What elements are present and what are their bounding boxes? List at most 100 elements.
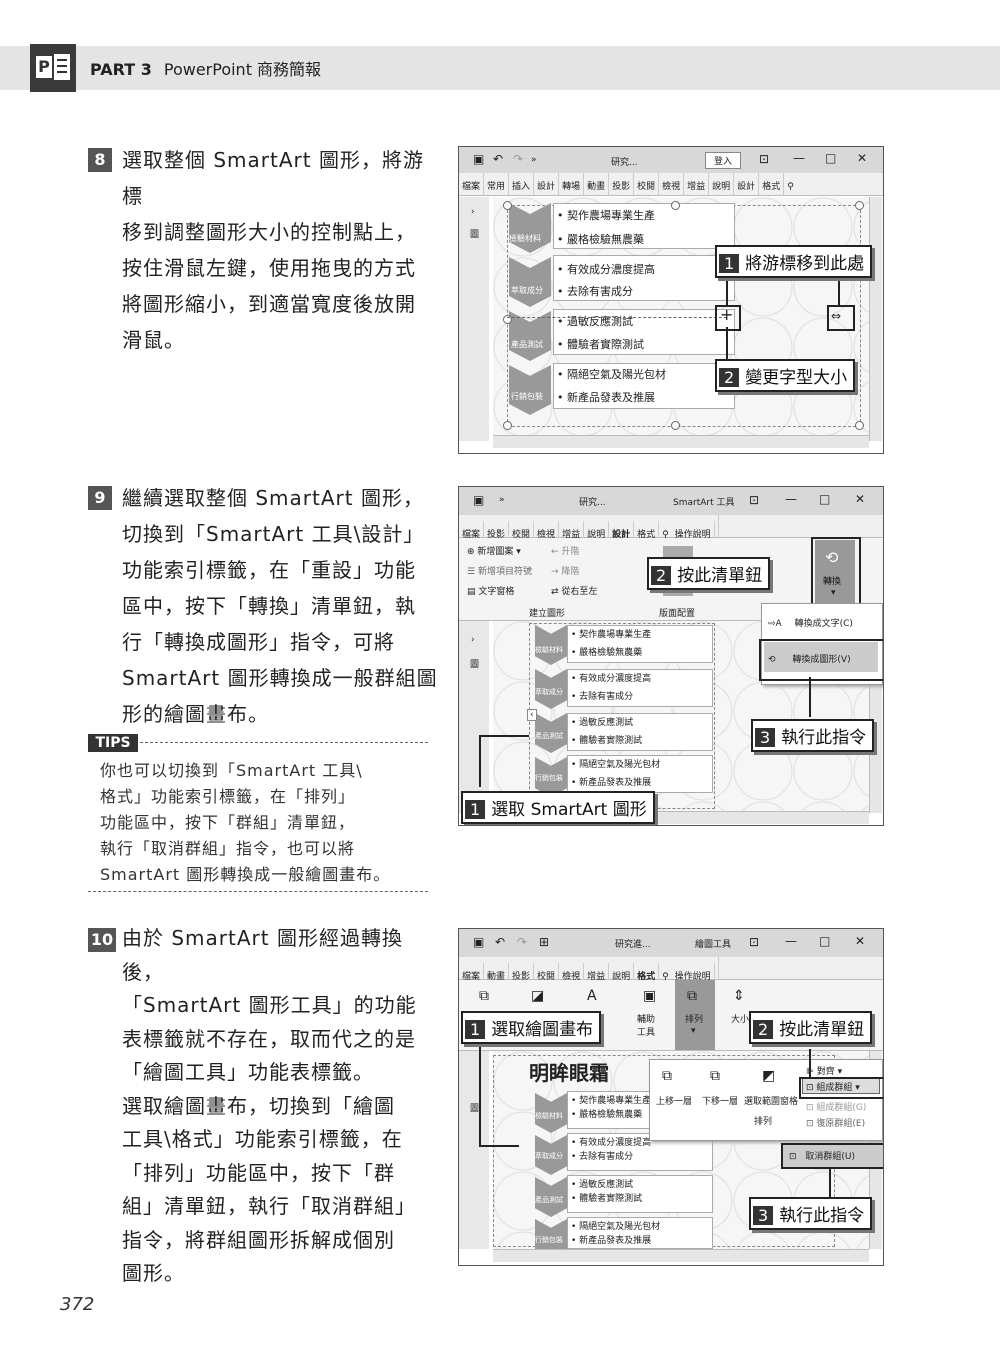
convert-to-shapes-item[interactable] <box>764 642 878 672</box>
resize-handle[interactable] <box>855 201 864 210</box>
selection-pane-icon[interactable]: ◩ <box>762 1068 776 1084</box>
close-icon[interactable]: ✕ <box>857 151 868 165</box>
minimize-icon[interactable]: — <box>793 151 805 165</box>
ribbon-display-icon[interactable]: ⊡ <box>749 493 760 507</box>
tab-smartart-design[interactable]: 設計 <box>734 173 760 195</box>
selection-pane-label[interactable]: 選取範圍窗格 <box>744 1097 799 1107</box>
tab-format[interactable]: 格式 <box>759 173 785 195</box>
tab-help[interactable]: 說明 <box>709 173 735 195</box>
bullet-box[interactable] <box>553 309 735 355</box>
tab-review[interactable]: 校閱 <box>534 963 560 985</box>
tab-home[interactable]: 常用 <box>484 173 510 195</box>
present-icon[interactable]: ⊞ <box>539 935 550 949</box>
add-bullet-button[interactable]: ☰ 新增項目符號 <box>467 567 532 577</box>
tab-addins[interactable]: 增益 <box>584 963 610 985</box>
tab-transitions[interactable]: 轉場 <box>559 173 585 195</box>
bring-forward-label[interactable]: 上移一層 <box>656 1097 693 1107</box>
tab-animations[interactable]: 動畫 <box>584 173 610 195</box>
ungroup-item[interactable] <box>781 1143 883 1169</box>
group-item[interactable]: ⊡ 組成群組(G) <box>806 1103 867 1113</box>
tab-view[interactable]: 檢視 <box>659 173 685 195</box>
tab-slideshow[interactable]: 投影 <box>609 173 635 195</box>
tab-view[interactable]: 檢視 <box>559 963 585 985</box>
send-backward-icon[interactable]: ⧉ <box>710 1068 720 1084</box>
close-icon[interactable]: ✕ <box>855 934 866 948</box>
right-to-left-button[interactable]: ⇄ 從右至左 <box>551 587 598 597</box>
save-icon[interactable]: ▣ <box>473 152 485 166</box>
send-backward-label[interactable]: 下移一層 <box>702 1097 739 1107</box>
bullet-box[interactable] <box>553 203 735 249</box>
tab-review[interactable]: 校閱 <box>634 173 660 195</box>
promote-button[interactable]: ← 升階 <box>551 547 580 557</box>
maximize-icon[interactable]: □ <box>825 151 837 165</box>
tab-slideshow[interactable]: 投影 <box>509 963 535 985</box>
tab-slideshow[interactable]: 投影 <box>484 521 510 543</box>
maximize-icon[interactable]: □ <box>819 492 831 506</box>
expand-icon[interactable]: › <box>471 207 475 217</box>
bullet-box[interactable] <box>553 255 735 301</box>
signin-button[interactable]: 登入 <box>705 152 742 169</box>
bullet-text: • 有效成分濃度提高 <box>571 1138 652 1148</box>
redo-icon[interactable]: ↷ <box>513 152 524 166</box>
minimize-icon[interactable]: — <box>785 934 797 948</box>
tab-addins[interactable]: 增益 <box>559 521 585 543</box>
tab-view[interactable]: 檢視 <box>534 521 560 543</box>
bullet-box[interactable] <box>567 1175 713 1213</box>
ribbon-display-icon[interactable]: ⊡ <box>759 152 770 166</box>
bullet-box[interactable] <box>567 713 713 751</box>
ribbon-display-icon[interactable]: ⊡ <box>749 935 760 949</box>
regroup-item[interactable]: ⊡ 復原群組(E) <box>806 1119 866 1129</box>
tab-insert[interactable]: 插入 <box>509 173 535 195</box>
bullet-box[interactable] <box>567 1217 713 1249</box>
tab-help[interactable]: 說明 <box>609 963 635 985</box>
tab-design[interactable]: 設計 <box>534 173 560 195</box>
align-button[interactable]: ⊫ 對齊 ▾ <box>806 1067 843 1077</box>
more-icon[interactable]: » <box>499 495 505 505</box>
bullet-box[interactable] <box>567 669 713 707</box>
maximize-icon[interactable]: □ <box>819 934 831 948</box>
vertical-scrollbar[interactable] <box>869 197 882 441</box>
resize-handle[interactable] <box>503 201 512 210</box>
arrange-button[interactable] <box>675 980 715 1050</box>
add-shape-button[interactable]: ⊕ 新增圖案 ▾ <box>467 547 521 557</box>
tab-file[interactable]: 檔案 <box>459 173 485 195</box>
size-icon[interactable]: ⇕ <box>733 988 745 1004</box>
close-icon[interactable]: ✕ <box>855 492 866 506</box>
search-icon[interactable]: ⚲ <box>787 182 794 192</box>
resize-handle[interactable] <box>503 421 512 430</box>
text-pane-toggle-icon[interactable]: ‹ <box>527 709 537 721</box>
convert-button[interactable] <box>815 540 855 604</box>
convert-to-text-item[interactable]: ⇨A 轉換成文字(C) <box>768 619 853 629</box>
expand-icon[interactable]: › <box>471 635 475 645</box>
resize-handle[interactable] <box>855 421 864 430</box>
shape-style-icon[interactable]: ◪ <box>531 988 545 1004</box>
tab-format[interactable]: 格式 <box>634 521 660 543</box>
tab-tell-me[interactable]: ⚲ 操作說明 <box>659 515 719 543</box>
tab-animations[interactable]: 動畫 <box>484 963 510 985</box>
horizontal-scrollbar[interactable] <box>493 1249 869 1262</box>
tab-addins[interactable]: 增益 <box>684 173 710 195</box>
undo-icon[interactable]: ↶ <box>493 152 504 166</box>
resize-handle[interactable] <box>503 315 512 324</box>
tab-file[interactable]: 檔案 <box>459 963 485 985</box>
tab-file[interactable]: 檔案 <box>459 521 485 543</box>
undo-icon[interactable]: ↶ <box>495 935 506 949</box>
tab-help[interactable]: 說明 <box>584 521 610 543</box>
bring-forward-icon[interactable]: ⧉ <box>662 1068 672 1084</box>
shape-insert-icon[interactable]: ⧉ <box>479 988 489 1004</box>
more-icon[interactable]: » <box>531 155 537 165</box>
demote-button[interactable]: → 降階 <box>551 567 580 577</box>
redo-icon[interactable]: ↷ <box>517 935 528 949</box>
accessibility-icon[interactable]: ▣ <box>643 988 657 1004</box>
resize-handle[interactable] <box>671 201 680 210</box>
resize-handle[interactable] <box>671 421 680 430</box>
save-icon[interactable]: ▣ <box>473 493 485 507</box>
tab-tell-me[interactable]: ⚲ 操作說明 <box>659 957 719 985</box>
minimize-icon[interactable]: — <box>785 492 797 506</box>
wordart-icon[interactable]: A <box>587 988 597 1004</box>
text-pane-button[interactable]: ▤ 文字窗格 <box>467 587 515 597</box>
horizontal-scrollbar[interactable] <box>493 435 869 448</box>
save-icon[interactable]: ▣ <box>473 935 485 949</box>
tab-review[interactable]: 校閱 <box>509 521 535 543</box>
bullet-box[interactable] <box>567 625 713 663</box>
